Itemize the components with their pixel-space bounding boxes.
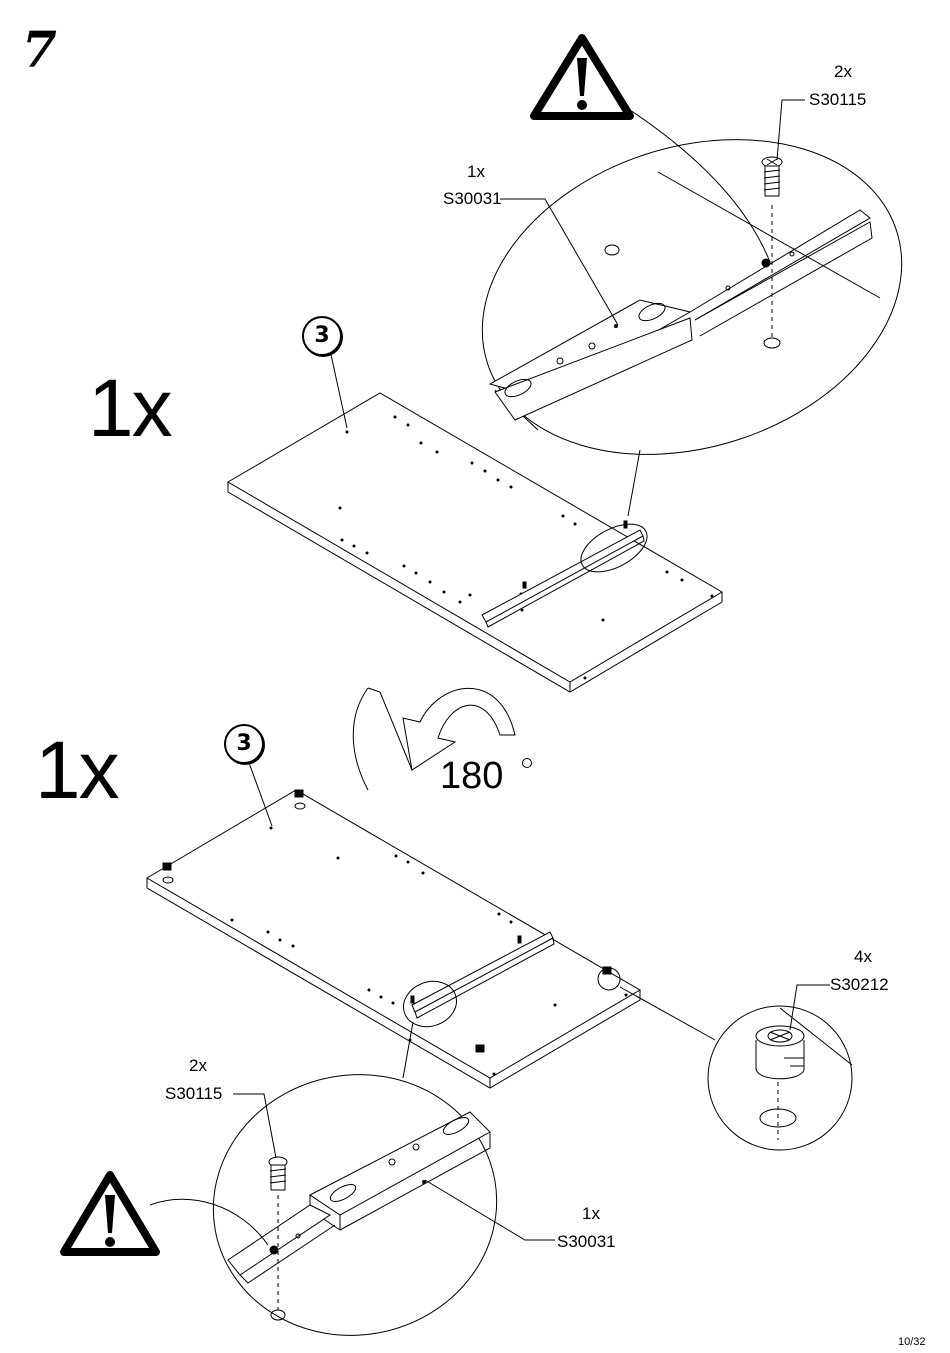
panel-bottom — [146, 789, 716, 1089]
warning-icon — [60, 1171, 160, 1256]
part-badge-top: 3 — [302, 316, 342, 356]
rail-qty-bottom: 1x — [582, 1204, 600, 1223]
screw-qty-top: 2x — [834, 62, 852, 81]
screw-icon — [761, 156, 783, 197]
screw-code-bottom: S30115 — [165, 1084, 223, 1103]
rotation-angle: 180 — [440, 755, 504, 797]
part-badge-bottom: 3 — [224, 724, 264, 764]
screw-icon — [268, 1156, 288, 1191]
rail-code-top: S30031 — [443, 189, 502, 208]
cam-lock-icon — [162, 789, 612, 1053]
cam-code: S30212 — [830, 975, 889, 994]
rail-detail-ellipse-top — [481, 139, 903, 455]
rotate-arrow-icon — [352, 687, 516, 791]
cam-lock-detail — [707, 1005, 853, 1151]
warning-icon — [530, 34, 634, 120]
bottom-quantity: 1x — [35, 725, 120, 816]
rail-detail-ellipse-bottom — [212, 1074, 498, 1336]
cam-qty: 4x — [854, 947, 872, 966]
screw-code-top: S30115 — [809, 90, 867, 109]
rail-qty-top: 1x — [467, 162, 485, 181]
degree-symbol — [522, 758, 532, 768]
page-number: 10/32 — [898, 1336, 926, 1348]
top-quantity: 1x — [88, 363, 173, 454]
step-number: 7 — [22, 20, 57, 79]
screw-qty-bottom: 2x — [189, 1056, 207, 1075]
rail-code-bottom: S30031 — [557, 1232, 616, 1251]
panel-top — [227, 392, 723, 693]
